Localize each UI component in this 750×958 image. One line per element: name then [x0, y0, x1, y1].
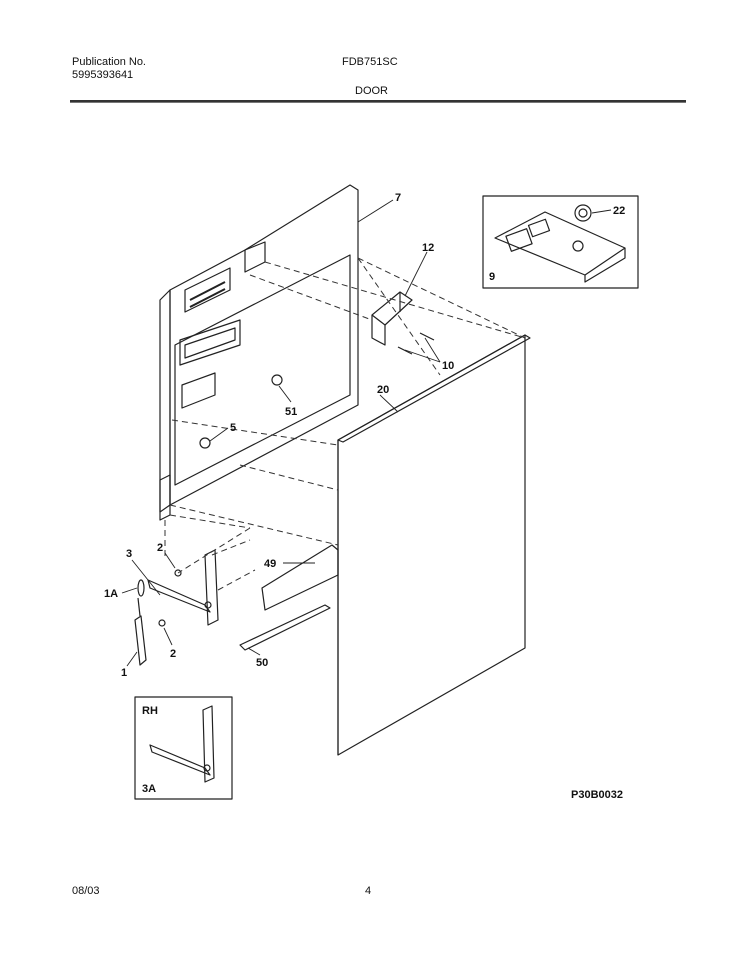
- header-rule: [70, 100, 686, 103]
- part-label-2-lower: 2: [170, 648, 176, 660]
- inner-door-panel: [159, 184, 359, 521]
- part-label-10: 10: [442, 360, 454, 372]
- outer-door-panel: [337, 334, 531, 756]
- part-label-5: 5: [230, 422, 236, 434]
- hinge-arm: [147, 549, 219, 626]
- publication-number: 5995393641: [72, 69, 134, 81]
- publication-label: Publication No.: [72, 56, 146, 68]
- part-number-labels: 7 22 12 9 10 20 51 5 49 2 3 1A 2 1 50 RH…: [104, 192, 625, 795]
- rh-hinge-inset: [134, 696, 233, 800]
- alignment-lines: [164, 257, 526, 591]
- footer-date: 08/03: [72, 885, 100, 897]
- page-number: 4: [365, 885, 372, 897]
- part-label-50: 50: [256, 657, 268, 669]
- hinge-spring: [134, 597, 147, 666]
- part-label-20: 20: [377, 384, 389, 396]
- part-label-49: 49: [264, 558, 276, 570]
- part-label-3: 3: [126, 548, 132, 560]
- part-label-12: 12: [422, 242, 434, 254]
- hinge-pin: [137, 579, 145, 597]
- figure-code: P30B0032: [571, 789, 623, 801]
- part-label-2-upper: 2: [157, 542, 163, 554]
- part-label-1: 1: [121, 667, 127, 679]
- part-label-1A: 1A: [104, 588, 118, 600]
- part-label-22: 22: [613, 205, 625, 217]
- section-title: DOOR: [355, 85, 388, 97]
- leader-lines: [121, 199, 612, 667]
- part-label-51: 51: [285, 406, 297, 418]
- inset-label-3A: 3A: [142, 783, 156, 795]
- hinge-screw: [158, 619, 166, 627]
- nut-part: [199, 437, 211, 449]
- model-number: FDB751SC: [342, 56, 398, 68]
- door-latch: [371, 291, 413, 346]
- part-label-7: 7: [395, 192, 401, 204]
- dispenser-inset-box: [482, 195, 639, 289]
- inset-label-rh: RH: [142, 705, 158, 717]
- hinge-screw: [174, 569, 182, 577]
- bumper-part: [271, 374, 283, 386]
- part-label-9: 9: [489, 271, 495, 283]
- trim-strips: [239, 544, 339, 651]
- latch-screws: [397, 332, 435, 355]
